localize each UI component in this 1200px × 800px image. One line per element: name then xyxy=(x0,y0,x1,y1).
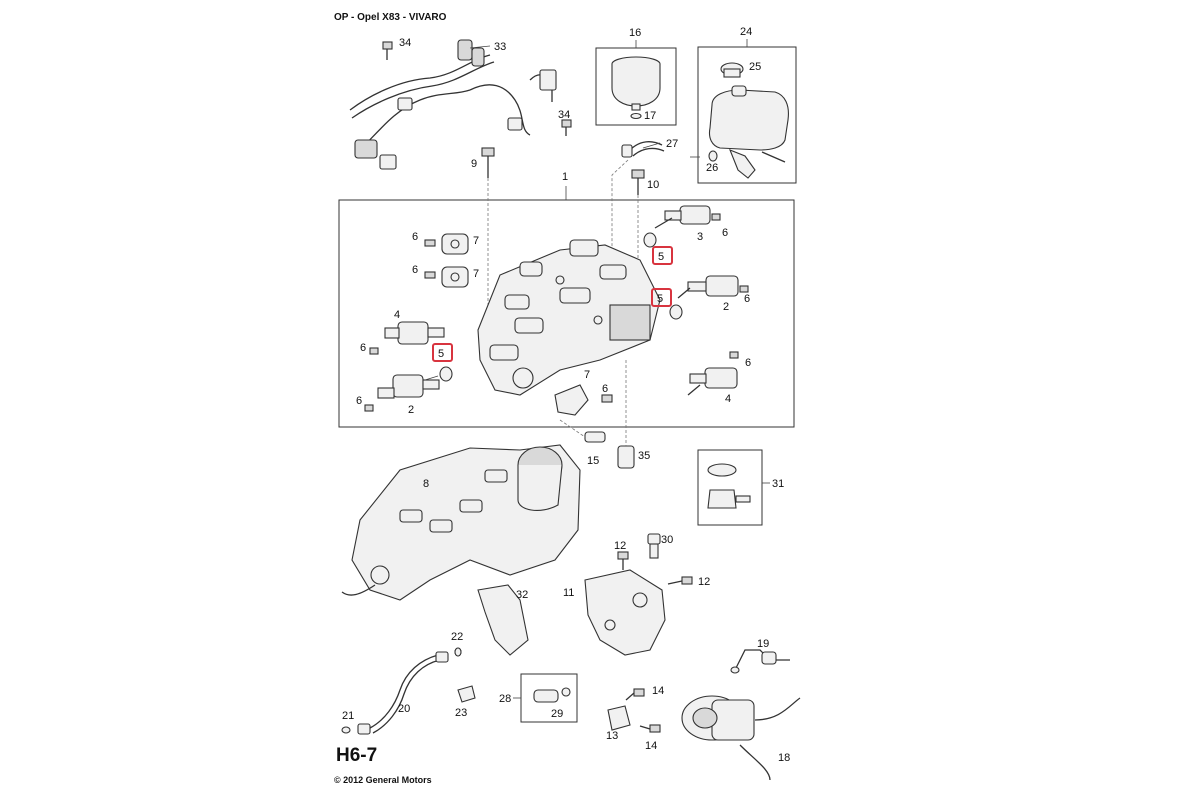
solenoid-2-left xyxy=(364,366,453,412)
sleeve-29 xyxy=(533,687,571,703)
callout-23: 23 xyxy=(455,707,467,719)
bolt-34-mid xyxy=(561,119,572,136)
mount-bracket-11 xyxy=(584,569,666,656)
copyright-notice: © 2012 General Motors xyxy=(334,775,432,785)
callout-2-left: 2 xyxy=(408,404,414,416)
ring-22 xyxy=(454,647,462,657)
callout-13: 13 xyxy=(606,730,618,742)
callout-3: 3 xyxy=(697,231,703,243)
callout-7-c: 7 xyxy=(584,369,590,381)
solenoid-4-left xyxy=(369,321,445,355)
callout-4-right: 4 xyxy=(725,393,731,405)
sensor-30 xyxy=(647,533,661,559)
bolt-34-top xyxy=(382,41,393,60)
callout-21: 21 xyxy=(342,710,354,722)
callout-16: 16 xyxy=(629,27,641,39)
sensor-7-bottom xyxy=(554,384,613,416)
callout-5-top: 5 xyxy=(658,251,664,263)
solenoid-4-right xyxy=(687,351,739,396)
callout-6-h: 6 xyxy=(602,383,608,395)
callout-7-a: 7 xyxy=(473,235,479,247)
callout-14-upper: 14 xyxy=(652,685,664,697)
bolt-12-right xyxy=(667,576,693,585)
callout-5-right: 5 xyxy=(657,293,663,305)
callout-6-f: 6 xyxy=(745,357,751,369)
callout-20: 20 xyxy=(398,703,410,715)
callout-11: 11 xyxy=(563,587,574,599)
fluid-reservoir xyxy=(708,62,789,179)
diagram-title: OP - Opel X83 - VIVARO xyxy=(334,12,447,23)
bolt-10 xyxy=(631,169,645,195)
callout-4-left: 4 xyxy=(394,309,400,321)
callout-1: 1 xyxy=(562,171,568,183)
filter-kit-box xyxy=(697,449,763,526)
bolt-14-lower xyxy=(639,724,661,733)
callout-5-left: 5 xyxy=(438,348,444,360)
callout-6-c: 6 xyxy=(722,227,728,239)
callout-8: 8 xyxy=(423,478,429,490)
callout-18: 18 xyxy=(778,752,790,764)
highlight-box-5-left xyxy=(432,343,453,362)
gearbox-assembly xyxy=(341,444,581,601)
callout-35: 35 xyxy=(638,450,650,462)
valve-body xyxy=(477,239,661,396)
accumulator xyxy=(611,56,661,120)
callout-26: 26 xyxy=(706,162,718,174)
bolt-9 xyxy=(481,147,495,178)
pipe-20 xyxy=(341,647,462,735)
clip-23 xyxy=(457,685,476,703)
callout-6-b: 6 xyxy=(412,264,418,276)
solenoid-2-right xyxy=(669,275,749,320)
bracket-13 xyxy=(607,705,631,731)
bracket-32 xyxy=(477,584,529,656)
callout-15: 15 xyxy=(587,455,599,467)
callout-6-a: 6 xyxy=(412,231,418,243)
callout-12-right: 12 xyxy=(698,576,710,588)
callout-2-right: 2 xyxy=(723,301,729,313)
callout-10: 10 xyxy=(647,179,659,191)
callout-25: 25 xyxy=(749,61,761,73)
callout-34-mid: 34 xyxy=(558,109,570,121)
callout-12-top: 12 xyxy=(614,540,626,552)
callout-32: 32 xyxy=(516,589,528,601)
sensor-7-lower xyxy=(424,266,469,288)
callout-31: 31 xyxy=(772,478,784,490)
bolt-12-top xyxy=(617,551,629,570)
fitting-15 xyxy=(559,419,606,443)
filter-cap xyxy=(707,463,751,509)
pump-motor xyxy=(681,695,801,781)
callout-6-e: 6 xyxy=(360,342,366,354)
callout-6-g: 6 xyxy=(356,395,362,407)
callout-24: 24 xyxy=(740,26,752,38)
callout-27: 27 xyxy=(666,138,678,150)
callout-17: 17 xyxy=(644,110,656,122)
callout-29: 29 xyxy=(551,708,563,720)
bushing-35 xyxy=(617,360,635,469)
sensor-7-upper xyxy=(424,233,469,255)
callout-30: 30 xyxy=(661,534,673,546)
highlight-box-5-right xyxy=(651,288,672,307)
callout-33: 33 xyxy=(494,41,506,53)
highlight-box-5-top xyxy=(652,246,673,265)
callout-19: 19 xyxy=(757,638,769,650)
hose-19 xyxy=(730,649,790,674)
hose-27 xyxy=(621,141,665,158)
callout-7-b: 7 xyxy=(473,268,479,280)
diagram-page-code: H6-7 xyxy=(336,745,378,766)
solenoid-3 xyxy=(643,205,721,248)
callout-34-top: 34 xyxy=(399,37,411,49)
wiring-harness xyxy=(349,39,557,170)
callout-14-lower: 14 xyxy=(645,740,657,752)
callout-6-d: 6 xyxy=(744,293,750,305)
callout-28: 28 xyxy=(499,693,511,705)
callout-9: 9 xyxy=(471,158,477,170)
valve-body-group-frame xyxy=(338,199,795,428)
bolt-14-upper xyxy=(625,688,645,701)
callout-22: 22 xyxy=(451,631,463,643)
